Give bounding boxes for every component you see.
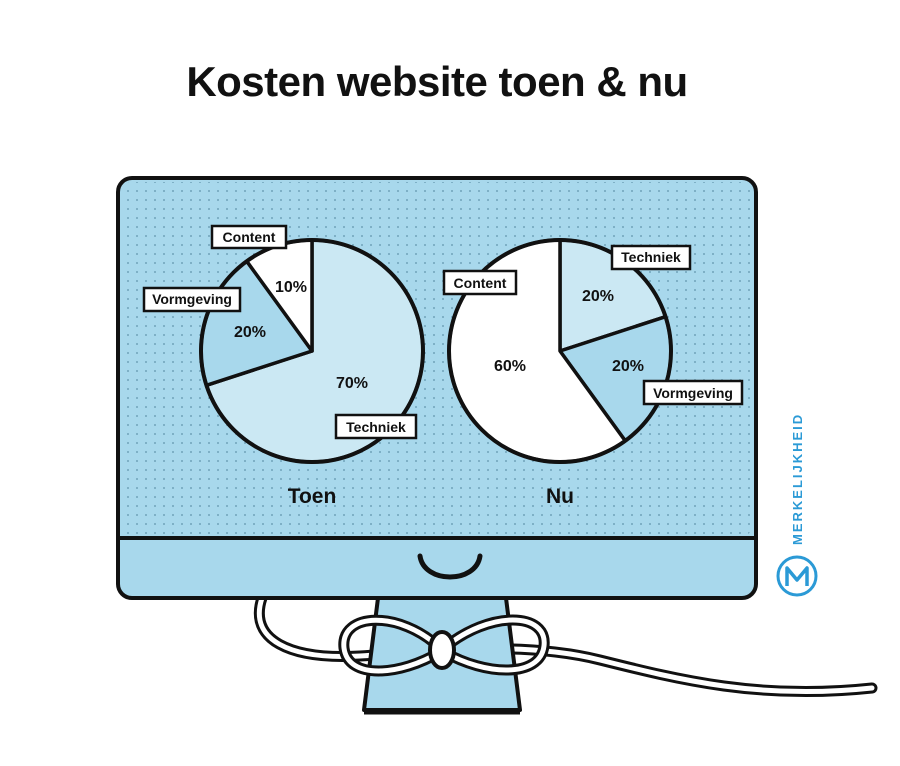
tag-techniek-toen: Techniek — [334, 413, 418, 440]
page-title: Kosten website toen & nu — [186, 58, 688, 105]
tag-label: Content — [223, 229, 276, 245]
pie-title-toen: Toen — [288, 485, 337, 508]
pie-title-nu: Nu — [546, 485, 574, 508]
power-cable — [253, 592, 878, 698]
value-label-techniek-toen: 70% — [336, 375, 368, 392]
brand-vertical: MERKELIJKHEID — [776, 400, 820, 600]
tag-label: Vormgeving — [152, 291, 232, 307]
tag-label: Techniek — [346, 419, 406, 435]
value-label-techniek-nu: 20% — [582, 288, 614, 305]
value-label-vormgeving-nu: 20% — [612, 358, 644, 375]
tag-vormgeving-nu: Vormgeving — [642, 379, 744, 406]
pie-outline — [447, 238, 673, 464]
tag-vormgeving-toen: Vormgeving — [142, 286, 242, 313]
tag-label: Vormgeving — [653, 385, 733, 401]
tag-content-toen: Content — [210, 224, 288, 250]
value-label-content-nu: 60% — [494, 358, 526, 375]
tag-content-nu: Content — [442, 269, 518, 296]
pie-outline — [199, 238, 425, 464]
tag-techniek-nu: Techniek — [610, 244, 692, 271]
smile — [417, 553, 483, 580]
tag-label: Content — [454, 275, 507, 291]
value-label-vormgeving-toen: 20% — [234, 324, 266, 341]
brand-name: MERKELIJKHEID — [790, 412, 805, 545]
cable-bow — [338, 614, 550, 677]
tag-label: Techniek — [621, 249, 681, 265]
value-label-content-toen: 10% — [275, 279, 307, 296]
brand-logo-icon — [776, 555, 818, 597]
